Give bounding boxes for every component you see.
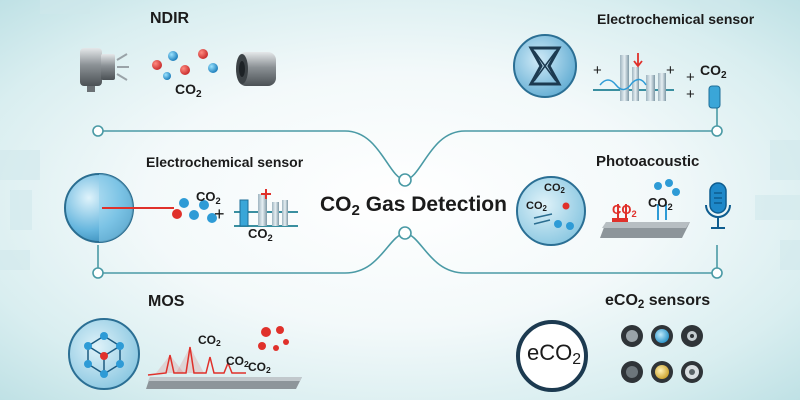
electrochem-top-plus-4: + — [686, 86, 695, 103]
mos-title: MOS — [148, 293, 185, 310]
mos-co2-1: CO2 — [198, 333, 221, 349]
mos-signal-plate-icon — [146, 346, 302, 389]
photoacoustic-co2-3: CO2 — [648, 195, 673, 212]
eco2-title: eCO2 sensors — [605, 292, 711, 312]
photoacoustic-co2-2: CO2 — [526, 200, 547, 214]
photoacoustic-chamber-icon — [516, 176, 586, 246]
electrochem-left-title: Electrochemical sensor — [146, 154, 304, 170]
bg-square — [0, 150, 40, 180]
electrochem-left-co2-a: CO2 — [196, 189, 221, 206]
electrochem-cell-illustration — [593, 53, 674, 101]
electrochem-cylinder-icon — [708, 85, 721, 109]
electrochem-sensor-disc-icon — [513, 34, 577, 98]
bg-square — [40, 0, 90, 14]
bg-square — [780, 240, 800, 270]
electrochem-lens-icon — [64, 173, 217, 243]
photoacoustic-co2-4: CO2 — [612, 202, 637, 219]
co2-molecules-icon — [152, 49, 218, 80]
electrochem-top-plus-1: + — [593, 62, 602, 79]
bg-square — [770, 140, 800, 180]
ir-detector-icon — [236, 52, 276, 86]
ndir-co2-label: CO2 — [175, 81, 202, 100]
eco2-badge-label: eCO2 — [527, 340, 582, 369]
sensor-module-icon — [681, 361, 703, 383]
mos-co2-2: CO2 — [226, 354, 249, 370]
center-title: CO2 Gas Detection — [320, 193, 507, 220]
photoacoustic-title: Photoacoustic — [596, 153, 700, 170]
electrochem-left-cell-icon — [234, 189, 298, 227]
eco2-badge-ring — [516, 320, 588, 392]
sensor-module-icon — [621, 361, 643, 383]
bg-square — [10, 190, 32, 230]
ndir-title: NDIR — [150, 10, 190, 27]
mos-co2-3: CO2 — [248, 360, 271, 376]
electrochem-top-plus-3: + — [686, 69, 695, 86]
sensor-module-icon — [621, 325, 643, 347]
bg-square — [700, 0, 740, 18]
electrochem-top-co2-label: CO2 — [700, 62, 727, 81]
electrochem-top-plus-2: + — [666, 62, 675, 79]
ndir-illustration — [80, 48, 276, 92]
bg-square — [0, 250, 30, 270]
electrochem-left-plus: + — [214, 204, 225, 224]
ir-source-icon — [80, 48, 129, 92]
bg-square — [755, 195, 800, 220]
sensor-module-icon — [681, 325, 703, 347]
eco2-sensor-modules-icon — [621, 325, 703, 383]
electrochem-left-co2-b: CO2 — [248, 226, 273, 243]
mos-molecules-icon — [258, 326, 289, 351]
mos-crystal-icon — [68, 318, 140, 390]
photoacoustic-co2-1: CO2 — [544, 182, 565, 196]
sensor-module-icon — [651, 325, 673, 347]
electrochem-top-title: Electrochemical sensor — [597, 11, 755, 27]
sensor-module-icon — [651, 361, 673, 383]
microphone-icon — [705, 182, 731, 229]
photoacoustic-bench-icon — [600, 179, 690, 238]
